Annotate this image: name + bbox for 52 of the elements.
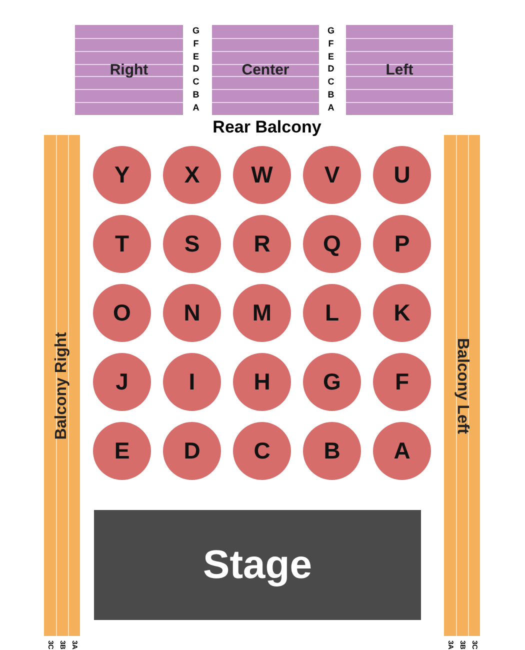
section-label: Balcony Right [54,332,70,440]
section-label: Center [242,62,290,78]
section-label: T [114,232,130,256]
section-label: E [114,440,130,462]
section-label: D [184,440,200,462]
row-label: A [328,103,334,112]
section-label: R [254,232,270,256]
section-label: M [252,302,272,324]
section-label: Left [386,62,414,78]
section-label: K [394,302,410,324]
row-label: F [193,39,199,48]
section-label: C [254,440,270,462]
section-label: Y [114,164,130,186]
row-label: E [328,52,334,62]
section-label: Balcony Left [454,338,470,434]
section-label: G [323,370,341,394]
row-label: D [192,64,200,74]
balcony-section [444,135,480,636]
section-label: J [116,370,128,394]
seating-section [75,25,183,115]
section-label: I [188,370,196,394]
section-label: W [251,164,273,186]
section-label: U [394,164,410,186]
section-label: O [113,302,131,324]
section-label: A [394,440,410,462]
section-label: S [184,232,200,256]
area-label: Rear Balcony [212,118,322,136]
row-label: E [193,52,199,62]
seating-section [212,25,319,115]
section-label: V [324,164,340,186]
row-label: A [192,103,200,112]
seating-section [346,25,453,115]
section-label: P [394,232,410,256]
row-label: C [328,78,334,87]
balcony-section [44,135,80,636]
row-label: B [328,90,334,100]
row-label: G [328,26,334,36]
row-label: B [192,90,200,100]
row-label: C [192,78,200,87]
section-label: X [184,164,200,186]
stage [94,510,421,620]
row-label: G [192,26,200,36]
section-label: Stage [203,545,312,585]
section-label: B [324,440,340,462]
row-label: D [328,64,334,74]
section-label: Q [323,232,341,256]
section-label: Right [110,62,148,78]
section-label: F [394,370,410,394]
section-label: N [184,302,200,324]
section-label: H [254,370,270,394]
section-label: L [324,302,340,324]
row-label: F [328,39,334,48]
